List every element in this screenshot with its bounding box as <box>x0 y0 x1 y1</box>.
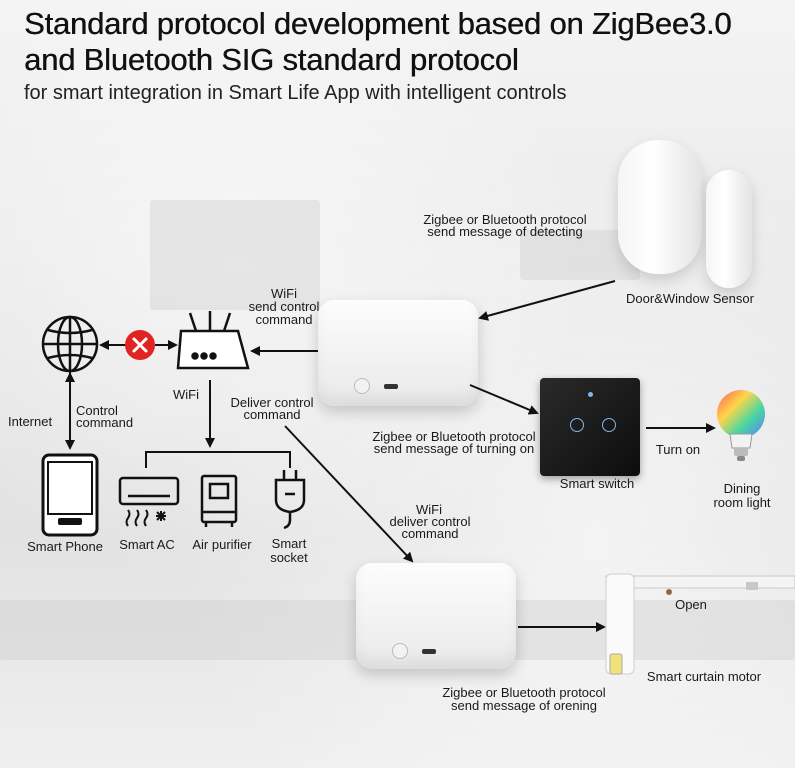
air-purifier-icon <box>202 476 236 527</box>
arrow-hub-to-switch <box>470 385 537 413</box>
label-smart-switch: Smart switch <box>540 477 654 490</box>
label-zb-detect-2: send message of detecting <box>400 225 610 238</box>
label-door-sensor: Door&Window Sensor <box>610 292 770 305</box>
label-turn-on: Turn on <box>648 443 708 456</box>
phone-icon <box>43 455 97 535</box>
label-air-purifier: Air purifier <box>184 538 260 551</box>
curtain-motor-icon <box>606 574 795 674</box>
label-wifi-send-3: command <box>234 313 334 326</box>
label-wifi: WiFi <box>166 388 206 401</box>
label-control-2: command <box>76 416 133 429</box>
blocked-icon <box>125 330 155 360</box>
label-smart-ac: Smart AC <box>112 538 182 551</box>
globe-icon <box>43 317 97 371</box>
air-conditioner-icon <box>120 478 178 526</box>
label-wifi-deliver-3: command <box>380 527 480 540</box>
bulb-icon <box>717 390 765 461</box>
label-zb-opening-2: send message of orening <box>420 699 628 712</box>
label-smart-phone: Smart Phone <box>18 540 112 553</box>
label-zb-turning-2: send message of turning on <box>352 442 556 455</box>
label-dining-2: room light <box>702 496 782 509</box>
label-dining-1: Dining <box>702 482 782 495</box>
label-curtain-motor: Smart curtain motor <box>636 670 772 683</box>
label-internet: Internet <box>8 415 52 428</box>
plug-icon <box>276 470 304 528</box>
label-deliver-2: command <box>222 408 322 421</box>
label-smart-socket-2: socket <box>262 551 316 564</box>
label-smart-socket-1: Smart <box>262 537 316 550</box>
arrow-sensor-to-hub <box>480 281 615 318</box>
label-open: Open <box>664 598 718 611</box>
branch-bracket <box>146 452 290 468</box>
